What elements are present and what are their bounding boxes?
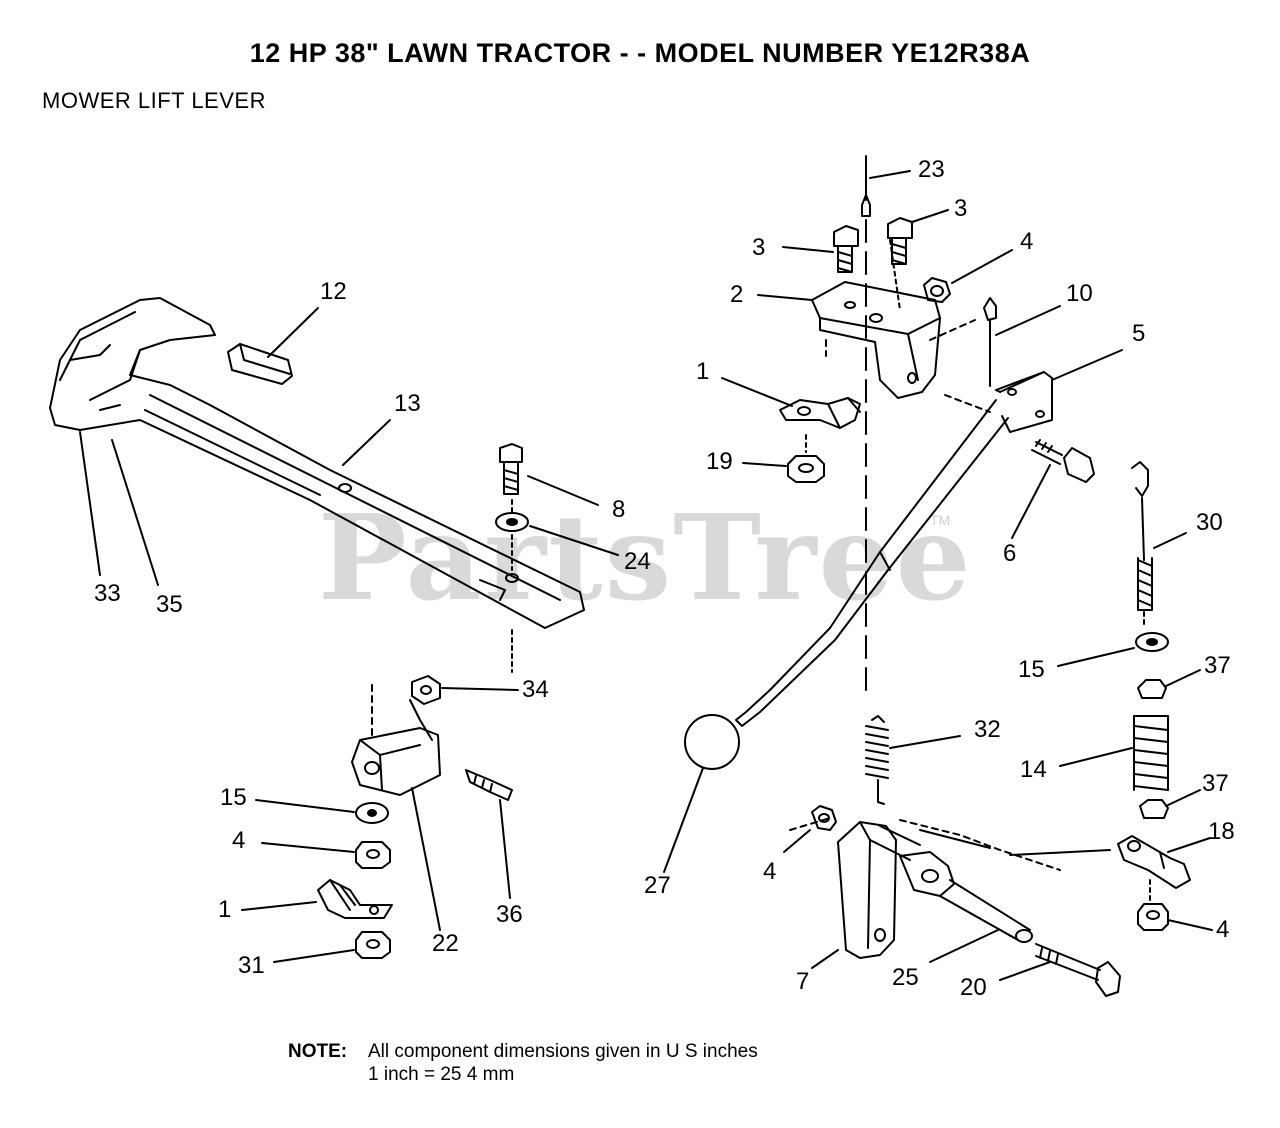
nut-part-31: [355, 931, 391, 959]
spring-part-14: [1133, 715, 1169, 791]
callout-25: 25: [892, 964, 919, 991]
pivot-bracket-part-22: [351, 699, 441, 796]
callout-1: 1: [696, 358, 710, 385]
nut-part-4-bottom: [1137, 903, 1169, 931]
spring-rod-part-30: [1131, 461, 1153, 611]
callout-2: 2: [730, 281, 744, 308]
callout-3: 3: [752, 234, 766, 261]
callout-10: 10: [1066, 280, 1093, 307]
callout-1: 1: [218, 896, 232, 923]
bushing-part-34: [411, 675, 441, 705]
clip-part-1-right: [779, 397, 861, 429]
handle-grip-part-12: [227, 343, 293, 385]
callout-23: 23: [918, 156, 945, 183]
callout-14: 14: [1020, 756, 1047, 783]
callout-15: 15: [220, 784, 247, 811]
callout-4: 4: [1216, 916, 1230, 943]
bracket-part-7: [837, 821, 921, 959]
note-line-2: 1 inch = 25 4 mm: [368, 1064, 515, 1085]
callout-32: 32: [974, 716, 1001, 743]
callout-36: 36: [496, 901, 523, 928]
note-line-1: All component dimensions given in U S in…: [368, 1041, 758, 1062]
washer-part-24: [495, 512, 529, 532]
lift-lever-part-5: [995, 371, 1053, 433]
bolt-part-3-left: [833, 225, 859, 273]
callout-24: 24: [624, 548, 651, 575]
callout-12: 12: [320, 278, 347, 305]
callout-22: 22: [432, 930, 459, 957]
callout-7: 7: [796, 968, 810, 995]
callout-3: 3: [954, 195, 968, 222]
section-subtitle: MOWER LIFT LEVER: [42, 88, 266, 113]
callout-31: 31: [238, 952, 265, 979]
spring-seat-part-37-top: [1137, 679, 1167, 699]
callout-37: 37: [1204, 652, 1231, 679]
bolt-part-6: [1031, 439, 1095, 483]
lift-handle-part-13: [49, 297, 585, 629]
washer-part-15-left: [355, 802, 389, 824]
lift-rod-part-27: [735, 399, 1009, 727]
spring-part-32: [865, 715, 889, 805]
nut-part-4-top: [923, 277, 951, 303]
nut-part-19: [787, 455, 825, 483]
callout-6: 6: [1003, 540, 1017, 567]
callout-35: 35: [156, 591, 183, 618]
callout-30: 30: [1196, 509, 1223, 536]
bolt-part-8: [499, 443, 523, 495]
callout-20: 20: [960, 974, 987, 1001]
bolt-part-20: [1035, 943, 1121, 997]
nut-part-4-middle: [811, 805, 837, 831]
callout-13: 13: [394, 390, 421, 417]
trademark-mark: TM: [930, 512, 951, 528]
knob-part-27: [684, 714, 740, 770]
note-label: NOTE:: [288, 1041, 348, 1062]
clip-part-1-left: [317, 879, 393, 919]
callout-4: 4: [232, 827, 246, 854]
callout-15: 15: [1018, 656, 1045, 683]
shaft-part-25: [899, 851, 1033, 943]
callout-18: 18: [1208, 818, 1235, 845]
bracket-part-2: [811, 281, 941, 399]
pin-part-23: [861, 194, 871, 217]
callout-37: 37: [1202, 770, 1229, 797]
cotter-pin-part-10: [983, 297, 997, 387]
bushing-part-18: [1117, 835, 1191, 889]
nut-part-4-left: [355, 841, 391, 869]
callout-5: 5: [1132, 320, 1146, 347]
callout-4: 4: [763, 858, 777, 885]
callout-34: 34: [522, 676, 549, 703]
washer-part-15-right: [1135, 632, 1169, 652]
callout-27: 27: [644, 872, 671, 899]
callout-8: 8: [612, 496, 626, 523]
callout-33: 33: [94, 580, 121, 607]
diagram-title: 12 HP 38" LAWN TRACTOR - - MODEL NUMBER …: [249, 38, 1031, 68]
callout-19: 19: [706, 448, 733, 475]
spring-seat-part-37-bottom: [1139, 799, 1169, 819]
bolt-part-36: [465, 769, 513, 801]
callout-4: 4: [1020, 228, 1034, 255]
dimensions-note: NOTE: All component dimensions given in U…: [288, 1040, 758, 1086]
